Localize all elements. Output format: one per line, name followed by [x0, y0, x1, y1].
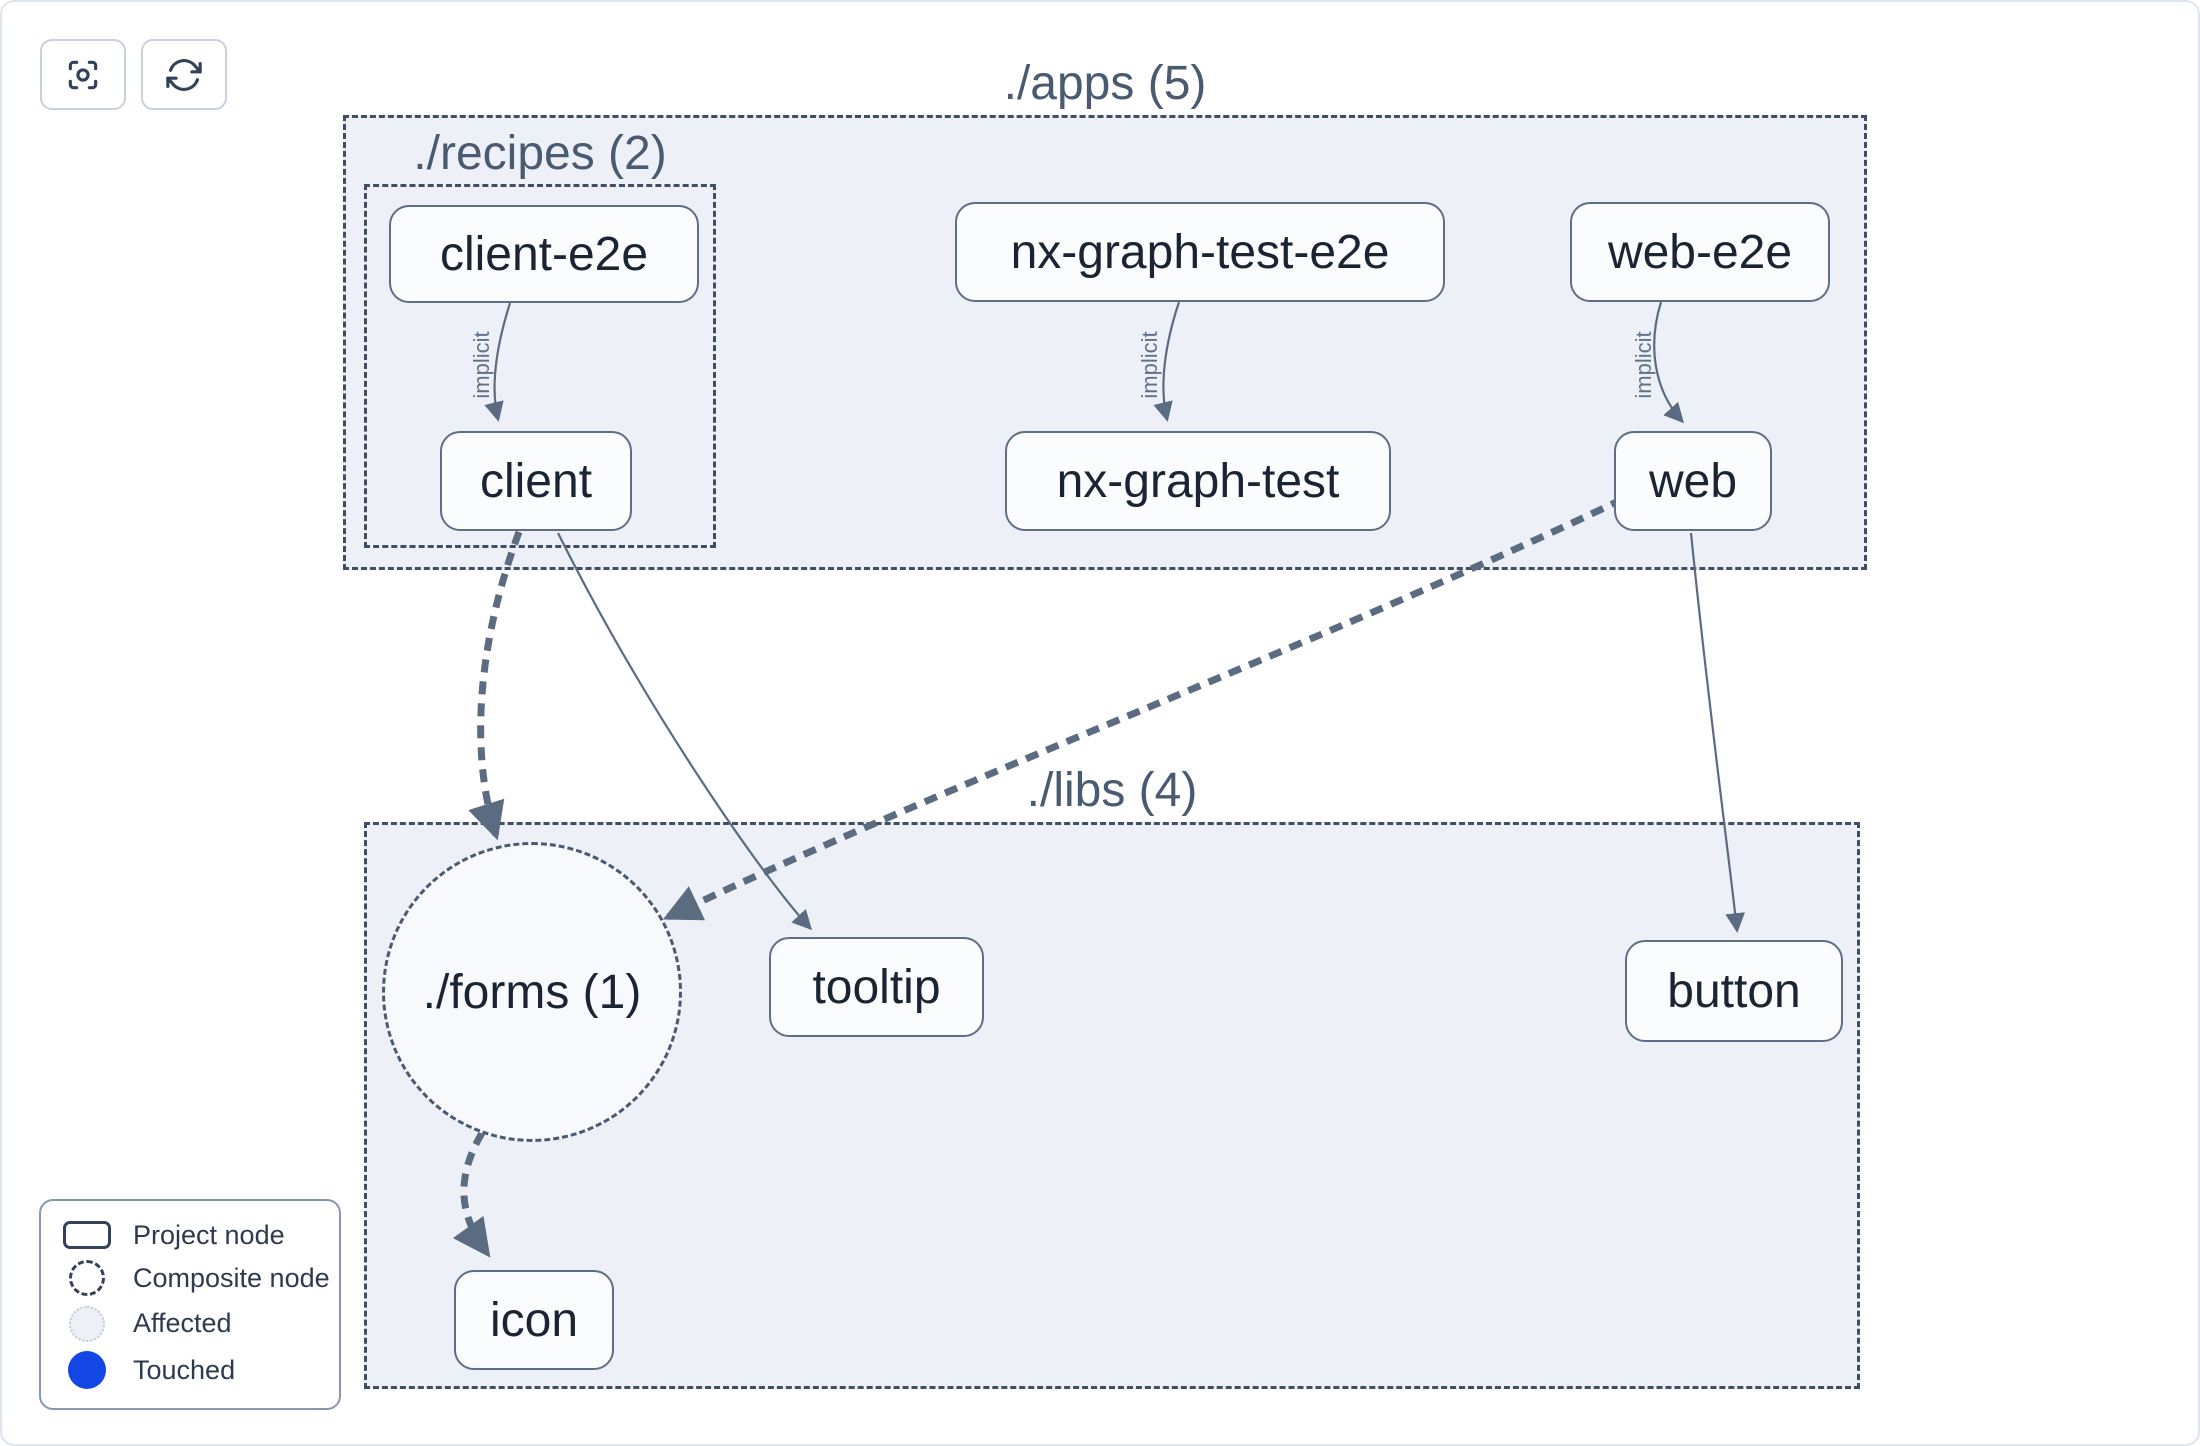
group-title-apps: ./apps (5)	[1003, 57, 1207, 110]
node-web[interactable]: web	[1614, 431, 1772, 531]
group-title-libs: ./libs (4)	[1026, 764, 1198, 817]
composite-node-swatch-icon	[61, 1260, 113, 1297]
touched-swatch-icon	[61, 1351, 113, 1390]
affected-swatch-icon	[61, 1305, 113, 1342]
node-nx-graph-test-e2e[interactable]: nx-graph-test-e2e	[955, 202, 1445, 302]
legend-row-touched: Touched	[61, 1351, 319, 1390]
legend-row-composite-node: Composite node	[61, 1260, 330, 1297]
edge-client-to-forms	[468, 530, 523, 841]
legend-label: Composite node	[133, 1262, 330, 1293]
legend-label: Affected	[133, 1308, 232, 1339]
focus-view-button[interactable]	[40, 39, 126, 110]
refresh-button[interactable]	[141, 39, 227, 110]
legend-row-project-node: Project node	[61, 1220, 319, 1251]
legend-label: Project node	[133, 1219, 285, 1250]
node-client-e2e[interactable]: client-e2e	[389, 205, 699, 303]
group-title-recipes: ./recipes (2)	[413, 127, 667, 180]
composite-node-forms[interactable]: ./forms (1)	[382, 842, 682, 1142]
legend: Project node Composite node Affected Tou…	[39, 1199, 341, 1410]
legend-label: Touched	[133, 1354, 236, 1385]
crosshair-focus-icon	[68, 60, 98, 89]
project-node-swatch-icon	[61, 1221, 113, 1250]
group-recipes	[364, 184, 716, 548]
node-button[interactable]: button	[1625, 940, 1843, 1042]
node-nx-graph-test[interactable]: nx-graph-test	[1005, 431, 1391, 531]
refresh-icon	[166, 58, 202, 91]
node-web-e2e[interactable]: web-e2e	[1570, 202, 1830, 302]
node-tooltip[interactable]: tooltip	[769, 937, 984, 1037]
node-client[interactable]: client	[440, 431, 632, 531]
node-icon[interactable]: icon	[454, 1270, 614, 1370]
legend-row-affected: Affected	[61, 1305, 319, 1342]
